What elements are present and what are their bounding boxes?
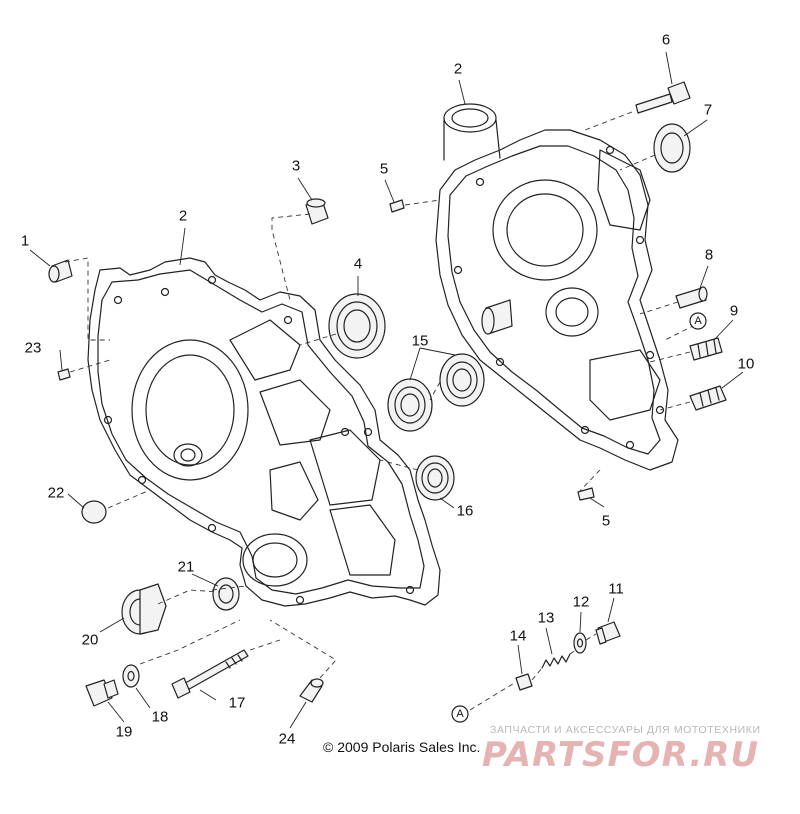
part-12-washer xyxy=(573,632,587,654)
callout-10: 10 xyxy=(738,356,755,373)
reference-mark-upper-label: A xyxy=(694,315,702,327)
callout-22: 22 xyxy=(48,485,65,502)
callout-15: 15 xyxy=(412,333,429,350)
callout-2-left: 2 xyxy=(179,208,187,225)
part-20-plug xyxy=(121,583,167,635)
callout-4: 4 xyxy=(354,256,362,273)
part-7-seal xyxy=(653,123,691,173)
part-22-cap xyxy=(81,500,107,524)
callout-1: 1 xyxy=(21,233,29,250)
part-3-dowel xyxy=(305,198,329,225)
reference-mark-lower: A xyxy=(451,705,469,723)
part-6-bolt xyxy=(635,81,691,114)
part-15-bearings xyxy=(387,353,485,432)
callout-8: 8 xyxy=(705,247,713,264)
callout-23: 23 xyxy=(25,340,42,357)
callout-11: 11 xyxy=(608,581,624,598)
part-10-fitting xyxy=(689,385,727,411)
part-1-plug xyxy=(48,259,73,283)
part-5-pins xyxy=(389,199,595,501)
part-13-spring xyxy=(541,653,571,669)
callout-21: 21 xyxy=(178,559,195,576)
part-8-dowel xyxy=(675,286,708,309)
callout-3: 3 xyxy=(292,158,300,175)
callout-13: 13 xyxy=(538,610,555,627)
part-4-bearing xyxy=(328,293,386,359)
callout-18: 18 xyxy=(152,709,169,726)
callout-5-bottom: 5 xyxy=(602,513,610,530)
assembly-lines xyxy=(64,111,696,711)
part-18-washer xyxy=(122,664,140,688)
leader-lines xyxy=(29,51,744,729)
part-11-plug xyxy=(595,621,621,645)
callout-7: 7 xyxy=(704,102,712,119)
callout-5-top: 5 xyxy=(380,161,388,178)
reference-mark-lower-label: A xyxy=(456,708,464,720)
part-17-bolt xyxy=(171,649,249,699)
part-23-pin xyxy=(57,368,71,381)
callout-6: 6 xyxy=(662,32,670,49)
watermark-subtitle: ЗАПЧАСТИ И АКСЕССУАРЫ ДЛЯ МОТОТЕХНИКИ xyxy=(490,724,761,736)
callout-16: 16 xyxy=(457,503,474,520)
watermark-brand: PARTSFOR.RU xyxy=(482,735,759,775)
left-crankcase xyxy=(87,257,441,607)
callout-9: 9 xyxy=(730,303,738,320)
right-crankcase xyxy=(435,103,679,471)
part-16-bearing xyxy=(415,455,455,501)
callout-20: 20 xyxy=(82,632,99,649)
callout-24: 24 xyxy=(279,731,296,748)
callout-14: 14 xyxy=(510,628,527,645)
watermark: ЗАПЧАСТИ И АКСЕССУАРЫ ДЛЯ МОТОТЕХНИКИ PA… xyxy=(482,724,761,775)
callout-19: 19 xyxy=(116,724,133,741)
reference-mark-upper: A xyxy=(689,312,707,330)
callout-2-right: 2 xyxy=(454,61,462,78)
part-24-nozzle xyxy=(299,678,324,703)
callout-17: 17 xyxy=(229,695,246,712)
callout-12: 12 xyxy=(573,594,590,611)
part-21-seal xyxy=(212,577,240,611)
part-9-fitting xyxy=(689,337,723,361)
part-14-plunger xyxy=(515,673,533,691)
copyright-text: © 2009 Polaris Sales Inc. xyxy=(323,739,480,755)
part-19-plug xyxy=(85,679,119,707)
callout-labels: 1 2 2 3 4 5 5 6 7 8 9 10 11 12 13 14 15 … xyxy=(21,32,755,748)
